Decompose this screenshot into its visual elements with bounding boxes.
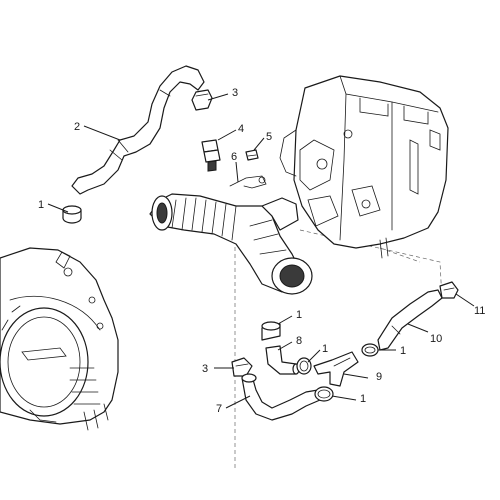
callout-3-b: 3 (202, 363, 208, 375)
callout-5: 5 (266, 131, 272, 143)
callout-1-b: 1 (296, 309, 302, 321)
engine-crankcase-cover (0, 247, 119, 431)
callout-labels: 1 2 3 4 5 6 1 8 1 1 3 9 7 1 10 11 (38, 87, 485, 415)
callout-11: 11 (474, 305, 485, 317)
callout-1-c: 1 (322, 343, 328, 355)
hose-clamp-c (261, 321, 281, 341)
callout-1-a: 1 (38, 199, 44, 211)
t-fitting (313, 351, 359, 387)
callout-10: 10 (430, 333, 442, 345)
hose-clamp-a (62, 205, 82, 224)
small-fitting (245, 149, 259, 161)
wire-clip (229, 175, 267, 189)
callout-3-a: 3 (232, 87, 238, 99)
hose-clamp-g (314, 386, 334, 402)
callout-7: 7 (216, 403, 222, 415)
callout-1-d: 1 (400, 345, 406, 357)
callout-4: 4 (238, 123, 244, 135)
hose-clamp-b (191, 89, 213, 111)
breather-hose-upper (71, 65, 205, 195)
drain-hose-lower (241, 373, 321, 421)
intake-hose (149, 193, 313, 295)
elbow-fitting (265, 345, 300, 375)
callout-8: 8 (296, 335, 302, 347)
leader-lines (47, 93, 475, 409)
hose-clamp-d (296, 357, 312, 375)
hose-clamp-e (361, 343, 379, 357)
drain-plug-cap (439, 281, 459, 299)
hose-clamp-f (231, 357, 253, 377)
callout-2: 2 (74, 121, 80, 133)
callout-1-e: 1 (360, 393, 366, 405)
callout-6: 6 (231, 151, 237, 163)
airbox-housing (279, 75, 449, 259)
drain-hose-right (377, 289, 443, 351)
callout-9: 9 (376, 371, 382, 383)
breather-valve (201, 139, 221, 172)
